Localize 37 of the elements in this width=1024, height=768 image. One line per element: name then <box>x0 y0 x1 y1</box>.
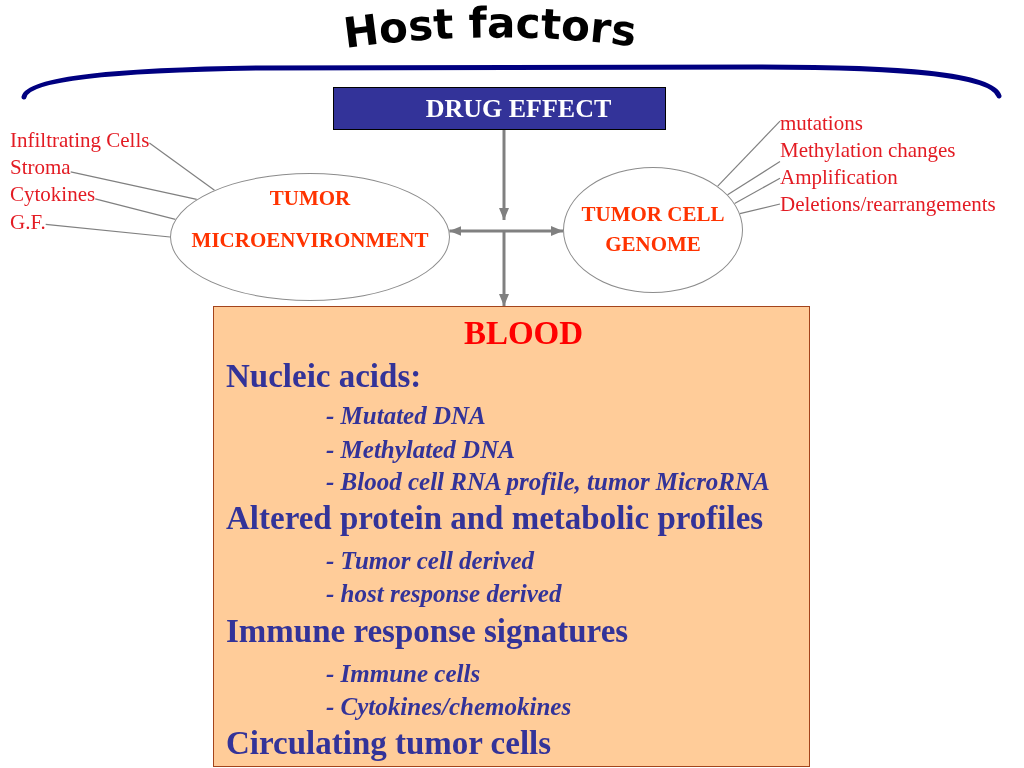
leader-line <box>739 203 781 215</box>
callout-label: Amplification <box>780 165 898 189</box>
leader-line <box>727 160 781 196</box>
callout-label: Infiltrating Cells <box>10 128 150 152</box>
arrow <box>499 130 509 220</box>
ellipse-label: TUMOR MICROENVIRONMENT <box>191 186 429 252</box>
banner <box>333 87 666 130</box>
title: Host factors <box>340 0 640 58</box>
panel-heading: BLOOD <box>463 314 584 352</box>
leader-line <box>734 177 781 204</box>
arrow <box>499 231 509 306</box>
section-heading: Immune response signatures <box>226 612 629 650</box>
list-item: - Cytokines/chemokines <box>326 692 572 722</box>
callout-label: G.F. <box>10 210 46 234</box>
list-item: - Tumor cell derived <box>326 546 535 576</box>
list-item: - Immune cells <box>326 659 481 689</box>
banner-label: DRUG EFFECT <box>425 93 612 124</box>
ellipse-label: TUMOR CELL GENOME <box>581 202 725 256</box>
section-heading: Nucleic acids: <box>226 357 422 395</box>
callout-label: mutations <box>780 111 863 135</box>
double-arrow <box>449 226 563 236</box>
leader-line <box>148 142 216 191</box>
leader-line <box>717 120 781 187</box>
content-panel <box>213 306 810 767</box>
section-heading: Circulating tumor cells <box>226 724 552 762</box>
callout-label: Cytokines <box>10 182 96 206</box>
leader-line <box>94 198 176 220</box>
list-item: - Mutated DNA <box>326 401 486 431</box>
section-heading: Altered protein and metabolic profiles <box>226 499 764 537</box>
callout-label: Deletions/rearrangements <box>780 192 996 216</box>
callout-label: Methylation changes <box>780 138 956 162</box>
callout-label: Stroma <box>10 155 71 179</box>
leader-line <box>45 223 171 238</box>
leader-line <box>70 171 198 200</box>
list-item: - host response derived <box>326 579 562 609</box>
list-item: - Methylated DNA <box>326 435 515 465</box>
list-item: - Blood cell RNA profile, tumor MicroRNA <box>326 467 770 497</box>
